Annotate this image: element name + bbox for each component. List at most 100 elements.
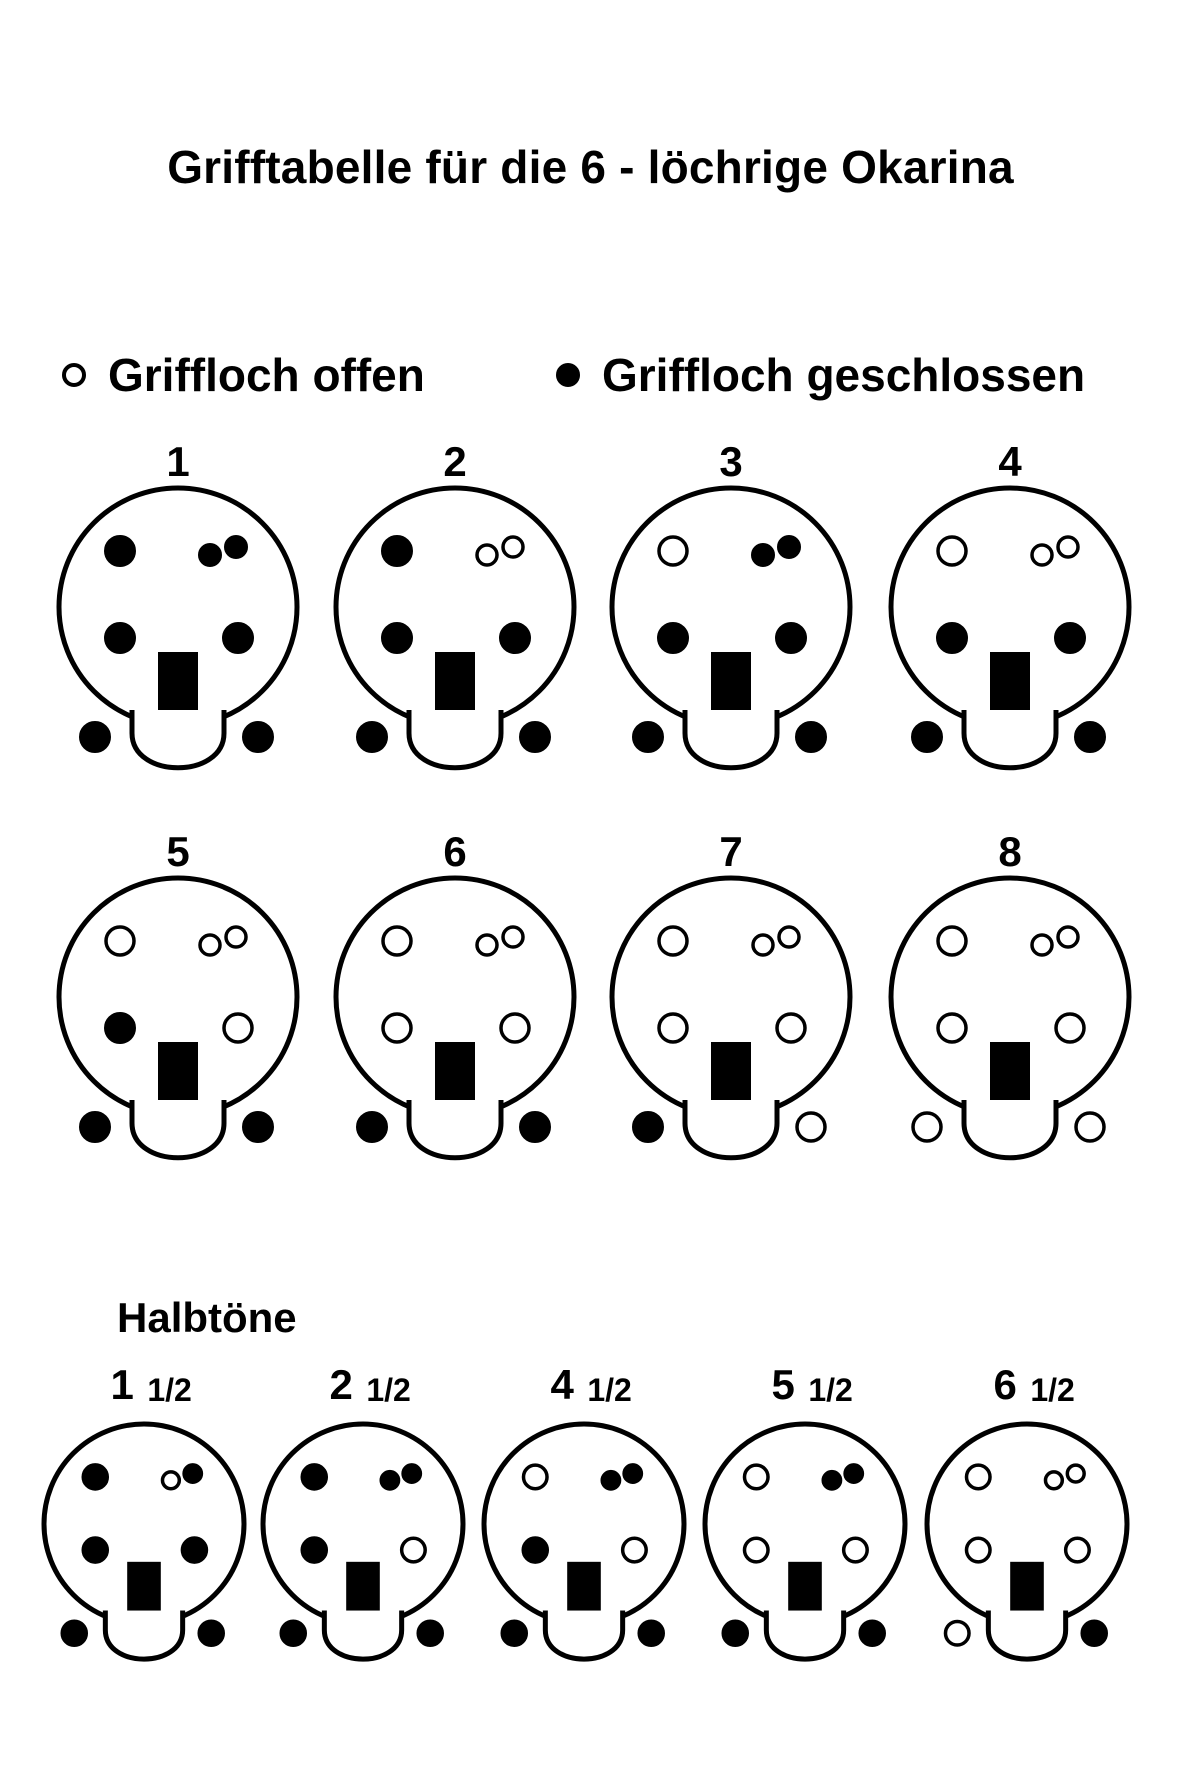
thumb-hole-right [1074, 721, 1106, 753]
hole-top-right-small [1030, 933, 1054, 957]
hole-middle-left [742, 1536, 770, 1564]
thumb-hole-left [500, 1619, 529, 1648]
thumb-hole-right [242, 721, 274, 753]
hole-middle-right [499, 1012, 531, 1044]
hole-top-right-small [1030, 543, 1054, 567]
thumb-hole-right [242, 1111, 274, 1143]
hole-top-right-small [198, 933, 222, 957]
hole-top-right-small [198, 543, 222, 567]
window-rect [567, 1561, 601, 1611]
thumb-hole-left [632, 721, 664, 753]
ocarina: 4 1/2 [481, 1361, 687, 1662]
hole-top-right-small [777, 535, 801, 559]
hole-top-right-small [160, 1470, 182, 1491]
thumb-hole-left [79, 1111, 111, 1143]
hole-middle-left [300, 1536, 329, 1564]
hole-middle-right [775, 622, 807, 654]
hole-top-right-small [600, 1469, 622, 1491]
fingering-label: 4 [550, 1361, 574, 1408]
thumb-hole-right [1074, 1111, 1106, 1143]
hole-middle-left [657, 622, 689, 654]
thumb-hole-left [60, 1619, 89, 1648]
mouthpiece [542, 1610, 626, 1662]
window-rect [990, 652, 1030, 710]
hole-middle-right [1054, 1012, 1086, 1044]
thumb-hole-left [356, 1111, 388, 1143]
hole-middle-left [104, 1012, 136, 1044]
ocarina: 4 [888, 438, 1132, 771]
ocarina: 7 [609, 828, 853, 1161]
mouthpiece [102, 1610, 186, 1662]
mouthpiece [129, 1100, 227, 1161]
fingering-label: 5 [771, 1361, 794, 1408]
legend-open: Griffloch offen [62, 348, 425, 402]
hole-top-left [104, 925, 136, 957]
mouthpiece [129, 710, 227, 771]
hole-top-right-small [475, 933, 499, 957]
hole-middle-left [381, 1012, 413, 1044]
hole-top-right-small [622, 1463, 644, 1484]
hole-top-right-small [1056, 925, 1080, 949]
window-rect [1010, 1561, 1044, 1611]
thumb-hole-right [795, 1111, 827, 1143]
hole-middle-left [964, 1536, 992, 1564]
hole-top-left [742, 1463, 770, 1491]
hole-top-left [936, 535, 968, 567]
hole-top-right-small [224, 535, 248, 559]
hole-middle-left [104, 622, 136, 654]
legend-open-label: Griffloch offen [108, 349, 425, 401]
thumb-hole-left [632, 1111, 664, 1143]
mouthpiece [321, 1610, 405, 1662]
hole-middle-right [222, 622, 254, 654]
hole-middle-right [399, 1536, 427, 1564]
hole-top-left [657, 925, 689, 957]
thumb-hole-right [519, 1111, 551, 1143]
window-rect [711, 1042, 751, 1100]
hole-top-right-small [751, 933, 775, 957]
mouthpiece [682, 710, 780, 771]
hole-top-right-small [501, 535, 525, 559]
thumb-hole-right [795, 721, 827, 753]
mouthpiece [406, 710, 504, 771]
hole-top-right-small [182, 1463, 204, 1484]
semitones-heading: Halbtöne [117, 1294, 297, 1341]
ocarina: 3 [609, 438, 853, 771]
mouthpiece [763, 1610, 847, 1662]
hole-top-left [657, 535, 689, 567]
hole-middle-right [1054, 622, 1086, 654]
hole-middle-right [222, 1012, 254, 1044]
hole-middle-left [657, 1012, 689, 1044]
fingering-label: 7 [719, 828, 742, 875]
fingering-label-fraction: 1/2 [366, 1372, 410, 1408]
closed-hole-icon [556, 363, 580, 387]
window-rect [127, 1561, 161, 1611]
hole-top-left [964, 1463, 992, 1491]
window-rect [435, 1042, 475, 1100]
fingering-label-fraction: 1/2 [147, 1372, 191, 1408]
fingering-label-fraction: 1/2 [587, 1372, 631, 1408]
thumb-hole-left [279, 1619, 308, 1648]
hole-middle-right [499, 622, 531, 654]
hole-middle-right [775, 1012, 807, 1044]
hole-top-left [381, 925, 413, 957]
fingering-label: 1 [166, 438, 189, 485]
mouthpiece [985, 1610, 1069, 1662]
mouthpiece [961, 710, 1059, 771]
window-rect [158, 1042, 198, 1100]
fingering-label: 8 [998, 828, 1021, 875]
fingering-label: 6 [993, 1361, 1016, 1408]
ocarina: 1 [56, 438, 300, 771]
window-rect [711, 652, 751, 710]
hole-top-left [936, 925, 968, 957]
hole-middle-right [1063, 1536, 1091, 1564]
hole-top-right-small [1065, 1463, 1086, 1484]
hole-top-right-small [401, 1463, 423, 1484]
window-rect [788, 1561, 822, 1611]
hole-top-right-small [777, 925, 801, 949]
hole-top-right-small [1056, 535, 1080, 559]
thumb-hole-left [911, 1111, 943, 1143]
